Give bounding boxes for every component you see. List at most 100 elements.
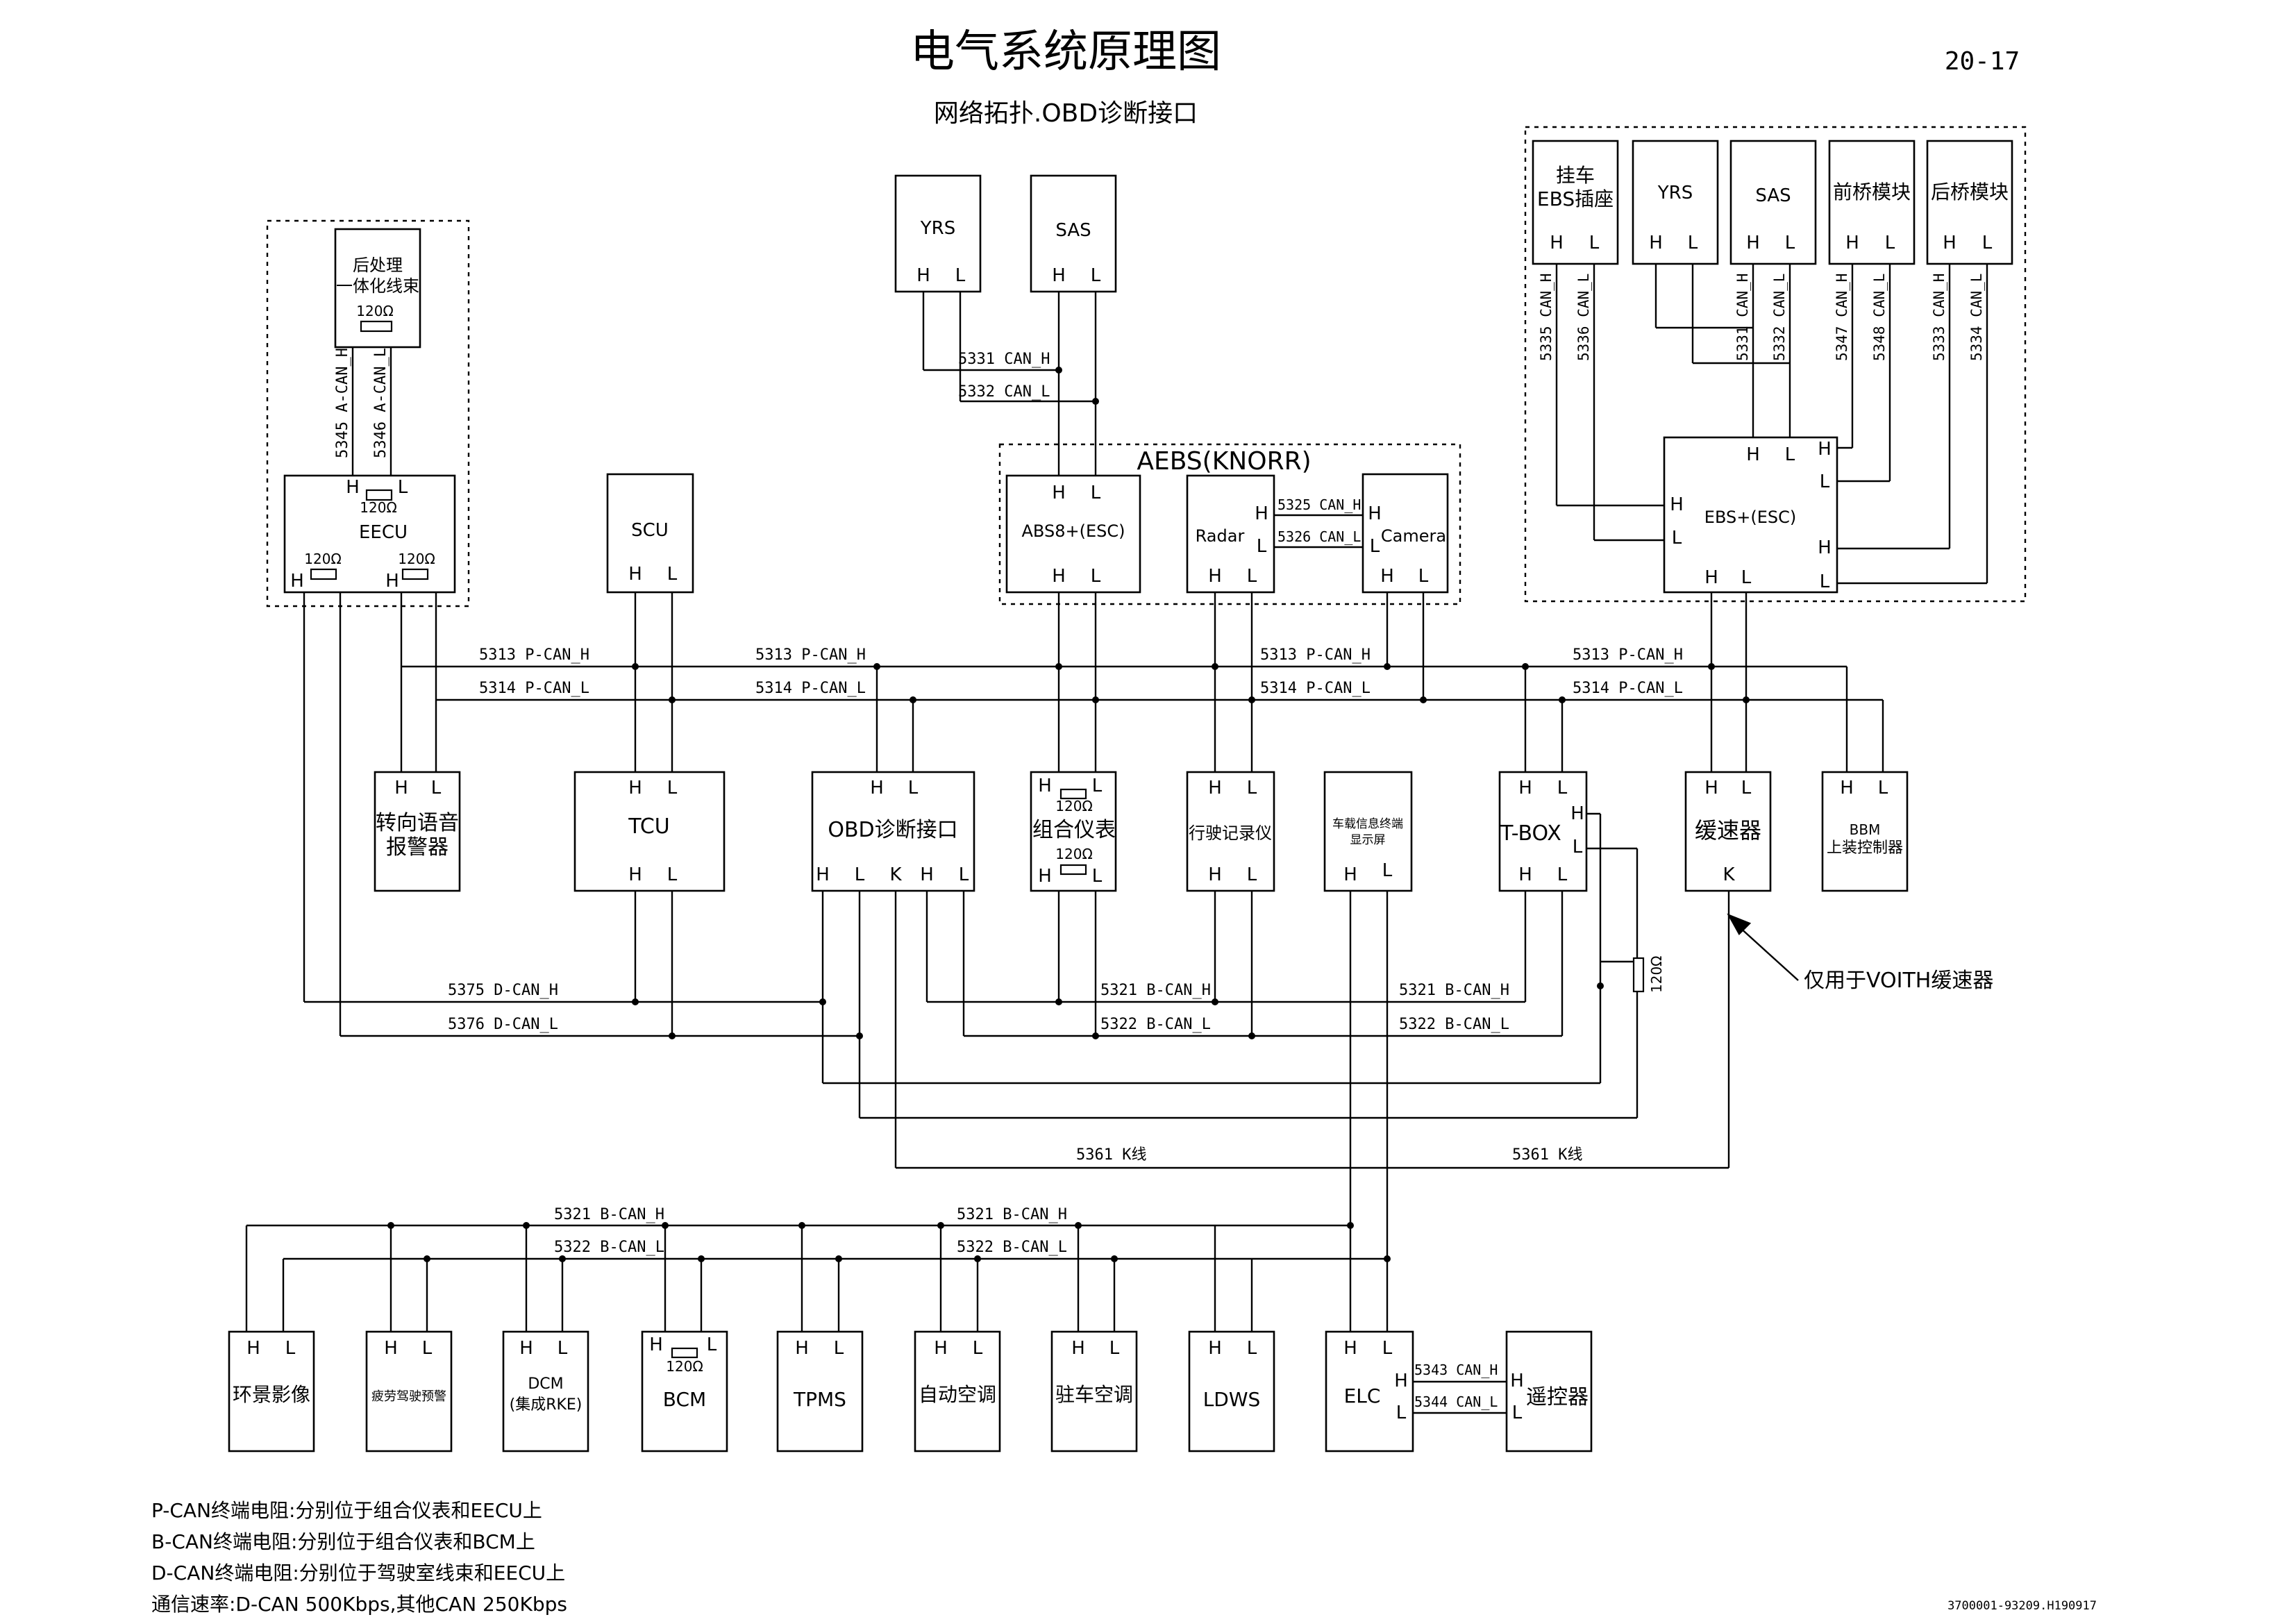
svg-text:L: L [959,864,969,885]
svg-text:H: H [628,778,642,798]
camera-box [1361,473,1449,594]
ebs-box [1663,436,1838,594]
wire-label-5348: 5348 CAN_L [1871,274,1888,361]
scu-label: SCU [631,520,669,541]
driving-recorder-box [1186,771,1275,892]
turn-voice-alarm-label: 转向语音 [376,811,459,835]
yrs-top-label: YRS [920,218,955,239]
svg-text:H: H [649,1334,663,1355]
wire-label-p-can-l: 5314 P-CAN_L [755,680,866,697]
svg-text:L: L [1885,233,1895,253]
svg-text:H: H [1746,444,1760,465]
svg-text:L: L [1247,1338,1257,1359]
wire-label-b-can-h: 5321 B-CAN_H [957,1206,1067,1223]
parking-ac-label: 驻车空调 [1055,1383,1133,1406]
svg-text:H: H [385,571,399,592]
svg-text:L: L [1092,866,1103,887]
radar-label: Radar [1196,526,1245,546]
ebs-label: EBS+(ESC) [1704,508,1796,527]
page-subtitle: 网络拓扑.OBD诊断接口 [934,99,1198,128]
resistor-icon [310,568,337,580]
wire-label-d-can-l: 5376 D-CAN_L [448,1016,558,1033]
obd-port-box [811,771,975,892]
trailer-ebs-socket-label: 挂车 [1556,164,1595,187]
wire-label-p-can-l: 5314 P-CAN_L [1573,680,1683,697]
svg-text:H: H [1649,233,1663,253]
svg-text:H: H [1208,864,1222,885]
resistor-value: 120Ω [666,1358,703,1375]
svg-text:L: L [1091,265,1101,286]
yrs-right-label: YRS [1657,183,1693,203]
aebs-group-label: AEBS(KNORR) [1137,447,1311,476]
auto-ac-label: 自动空调 [919,1383,996,1406]
wire-label-5347: 5347 CAN_H [1834,274,1850,361]
svg-text:H: H [1943,233,1956,253]
elc-box [1325,1330,1414,1453]
svg-text:L: L [1370,536,1380,557]
svg-text:L: L [1382,1338,1393,1359]
obd-port-label: OBD诊断接口 [828,818,957,842]
resistor-icon [1059,864,1087,876]
aftertreatment-harness-label: 后处理 [353,256,403,275]
note-line: P-CAN终端电阻:分别位于组合仪表和EECU上 [151,1499,542,1522]
wire-label-5344: 5344 CAN_L [1414,1393,1498,1410]
svg-text:L: L [908,778,919,798]
svg-text:L: L [285,1338,296,1359]
auto-ac-box [914,1330,1001,1453]
resistor-icon [671,1347,698,1359]
svg-text:H: H [290,571,304,592]
dcm-label: (集成RKE) [510,1396,583,1414]
instrument-cluster-label: 组合仪表 [1032,818,1116,842]
wire-label-b-can-l: 5322 B-CAN_L [554,1239,664,1256]
tbox-label: T-BOX [1500,821,1561,846]
svg-text:L: L [1557,864,1568,885]
svg-text:L: L [1382,860,1393,881]
tcu-label: TCU [628,814,669,839]
svg-text:H: H [384,1338,398,1359]
svg-text:H: H [934,1338,948,1359]
resistor-icon [365,489,393,501]
svg-text:H: H [628,864,642,885]
drawing-code: 3700001-93209.H190917 [1947,1599,2097,1613]
svg-text:L: L [1820,471,1830,492]
svg-text:H: H [246,1338,260,1359]
wire-labels: 5345 A-CAN_H 5346 A-CAN_L 5331 CAN_H 533… [334,274,1985,1410]
remote-control-box [1505,1330,1593,1453]
svg-text:H: H [1818,537,1832,558]
resistor-icon [401,568,429,580]
svg-text:L: L [1247,566,1257,587]
wire-label-p-can-h: 5313 P-CAN_H [1573,646,1683,664]
sas-right-box [1729,140,1817,265]
svg-text:H: H [1518,778,1532,798]
tpms-box [776,1330,864,1453]
svg-text:H: H [628,564,642,585]
junction-dots [387,367,1750,1262]
wire-label-p-can-h: 5313 P-CAN_H [1260,646,1371,664]
ldws-box [1188,1330,1275,1453]
svg-text:L: L [667,864,678,885]
turn-voice-alarm-label: 报警器 [386,835,449,860]
resistor-value: 120Ω [1648,956,1665,993]
svg-text:H: H [1038,776,1052,796]
aftertreatment-group [266,219,470,608]
wire-label-5331-right: 5331 CAN_H [1734,274,1751,361]
retarder-label: 缓速器 [1695,817,1761,844]
wire-label-5331: 5331 CAN_H [958,351,1050,368]
sas-right-label: SAS [1755,185,1791,206]
wire-label-5335: 5335 CAN_H [1538,274,1555,361]
svg-text:L: L [431,778,442,798]
svg-text:L: L [973,1338,983,1359]
svg-text:H: H [920,864,934,885]
svg-text:H: H [1550,233,1564,253]
svg-text:H: H [1570,803,1584,824]
wire-label-5343: 5343 CAN_H [1414,1362,1498,1378]
svg-text:H: H [346,477,360,498]
turn-voice-alarm-box [374,771,461,892]
svg-text:H: H [1510,1371,1524,1391]
svg-text:L: L [1688,233,1698,253]
svg-text:H: H [1255,503,1268,524]
note-line: 通信速率:D-CAN 500Kbps,其他CAN 250Kbps [151,1593,567,1616]
wire-label-b-can-h: 5321 B-CAN_H [1399,982,1509,999]
svg-text:H: H [1380,566,1394,587]
bbm-body-controller-label: BBM [1850,821,1881,838]
